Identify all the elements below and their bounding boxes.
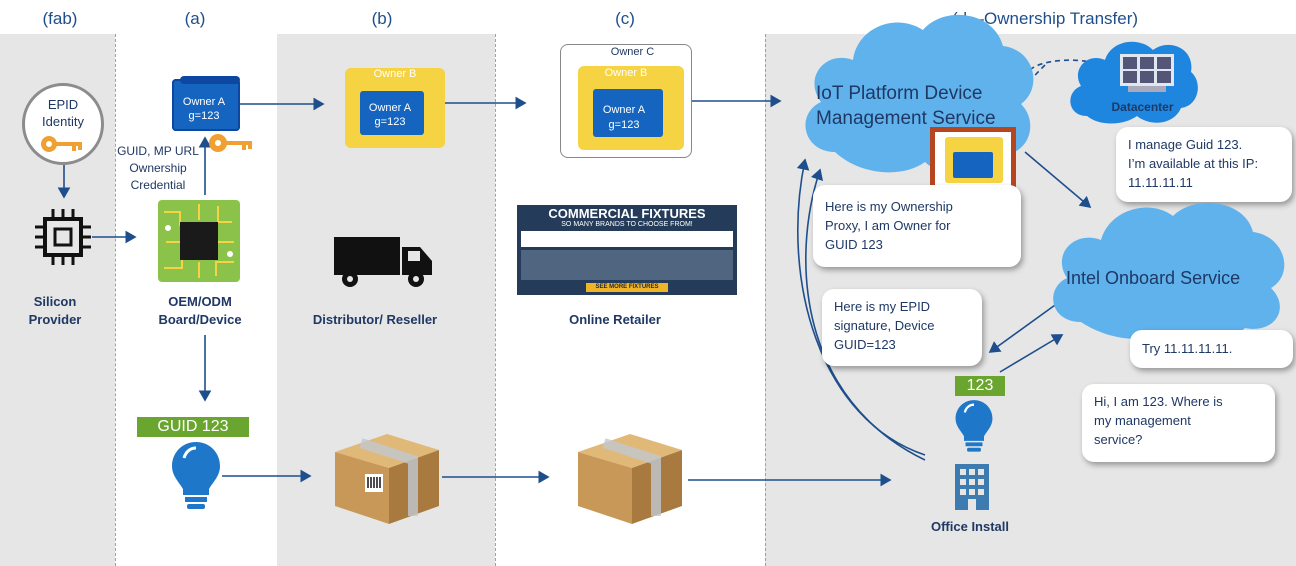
owner-a-label: Owner A bbox=[602, 104, 646, 116]
owner-b-label: Owner B bbox=[604, 67, 648, 79]
credential-line2: Ownership bbox=[129, 161, 187, 175]
package-box-icon bbox=[335, 434, 439, 524]
iot-platform-line1: IoT Platform Device bbox=[816, 83, 983, 104]
header-b: (b) bbox=[371, 9, 393, 28]
owner-c-label: Owner C bbox=[610, 46, 655, 58]
callout-manage-line3: 11.11.11.11 bbox=[1128, 175, 1193, 190]
banner-title: COMMERCIAL FIXTURES bbox=[548, 206, 706, 221]
epid-identity-badge bbox=[22, 83, 104, 165]
banner-button[interactable]: SEE MORE FIXTURES bbox=[586, 283, 668, 292]
package-box-icon bbox=[578, 434, 682, 524]
silicon-provider-label-2: Provider bbox=[28, 312, 82, 327]
credential-line3: Credential bbox=[130, 178, 186, 192]
callout-proxy-line2: Proxy, I am Owner for bbox=[825, 218, 951, 233]
key-icon bbox=[209, 134, 252, 152]
callout-ownership-proxy: Here is my Ownership Proxy, I am Owner f… bbox=[813, 185, 1021, 267]
separator bbox=[765, 34, 766, 566]
header-d: (d—Ownership Transfer) bbox=[951, 9, 1139, 28]
callout-hi-line1: Hi, I am 123. Where is bbox=[1094, 394, 1223, 409]
voucher-g: g=123 bbox=[188, 110, 220, 122]
office-building-icon bbox=[955, 464, 989, 510]
key-icon bbox=[41, 136, 82, 152]
owner-a-g: g=123 bbox=[608, 119, 640, 131]
office-install-label: Office Install bbox=[930, 519, 1010, 534]
header-fab: (fab) bbox=[42, 9, 78, 28]
guid-badge: GUID 123 bbox=[137, 417, 249, 437]
header-a: (a) bbox=[184, 9, 206, 28]
lightbulb-icon bbox=[955, 400, 993, 452]
lightbulb-icon bbox=[172, 442, 220, 509]
scroll-roll bbox=[180, 76, 240, 84]
callout-manage-line1: I manage Guid 123. bbox=[1128, 137, 1243, 152]
distributor-label: Distributor/ Reseller bbox=[312, 312, 438, 327]
voucher-owner-a: Owner A bbox=[182, 96, 226, 108]
callout-try-ip: Try 11.11.11.11. bbox=[1130, 330, 1293, 368]
callout-hi-line2: my management bbox=[1094, 413, 1191, 428]
callout-where-service: Hi, I am 123. Where is my management ser… bbox=[1082, 384, 1275, 462]
callout-epid-line1: Here is my EPID bbox=[834, 299, 931, 314]
separator bbox=[115, 34, 116, 566]
owner-a-g: g=123 bbox=[374, 116, 406, 128]
circuit-board-icon bbox=[158, 200, 240, 282]
callout-proxy-line3: GUID 123 bbox=[825, 237, 883, 252]
device-guid-badge: 123 bbox=[955, 376, 1005, 396]
intel-onboard-label: Intel Onboard Service bbox=[1066, 268, 1241, 288]
epid-label-line2: Identity bbox=[42, 114, 84, 129]
owner-a-inner-scroll bbox=[360, 91, 424, 135]
banner-products bbox=[521, 250, 733, 280]
banner-subtitle: SO MANY BRANDS TO CHOOSE FROM! bbox=[561, 221, 693, 228]
callout-epid-line3: GUID=123 bbox=[834, 337, 896, 352]
datacenter-label: Datacenter bbox=[1111, 100, 1174, 114]
callout-epid-signature: Here is my EPID signature, Device GUID=1… bbox=[822, 289, 982, 366]
owner-a-label: Owner A bbox=[368, 102, 412, 114]
monitor-wall-icon bbox=[1120, 54, 1174, 92]
ownership-voucher-scroll bbox=[172, 79, 240, 131]
intel-onboard-cloud bbox=[1053, 202, 1285, 341]
iot-platform-line2: Management Service bbox=[816, 108, 996, 129]
oem-odm-label-2: Board/Device bbox=[158, 312, 242, 327]
owner-b-label: Owner B bbox=[373, 68, 417, 80]
chip-icon bbox=[35, 209, 91, 265]
callout-manage-guid: I manage Guid 123. I’m available at this… bbox=[1116, 127, 1292, 202]
callout-epid-line2: signature, Device bbox=[834, 318, 935, 333]
credential-line1: GUID, MP URL bbox=[117, 144, 199, 158]
oem-odm-label-1: OEM/ODM bbox=[168, 294, 232, 309]
separator bbox=[495, 34, 496, 566]
header-c: (c) bbox=[615, 9, 635, 28]
online-retailer-label: Online Retailer bbox=[569, 312, 661, 327]
owner-a-inner-scroll bbox=[593, 89, 663, 137]
banner-brands bbox=[521, 231, 733, 247]
callout-manage-line2: I’m available at this IP: bbox=[1128, 156, 1259, 171]
proxy-blue-scroll bbox=[953, 152, 993, 178]
callout-proxy-line1: Here is my Ownership bbox=[825, 199, 953, 214]
callout-hi-line3: service? bbox=[1094, 432, 1143, 447]
retailer-banner: COMMERCIAL FIXTURES SO MANY BRANDS TO CH… bbox=[517, 205, 737, 295]
callout-try-text: Try 11.11.11.11. bbox=[1142, 341, 1233, 356]
epid-label-line1: EPID bbox=[47, 97, 79, 112]
truck-icon bbox=[334, 237, 432, 287]
silicon-provider-label-1: Silicon bbox=[33, 294, 77, 309]
